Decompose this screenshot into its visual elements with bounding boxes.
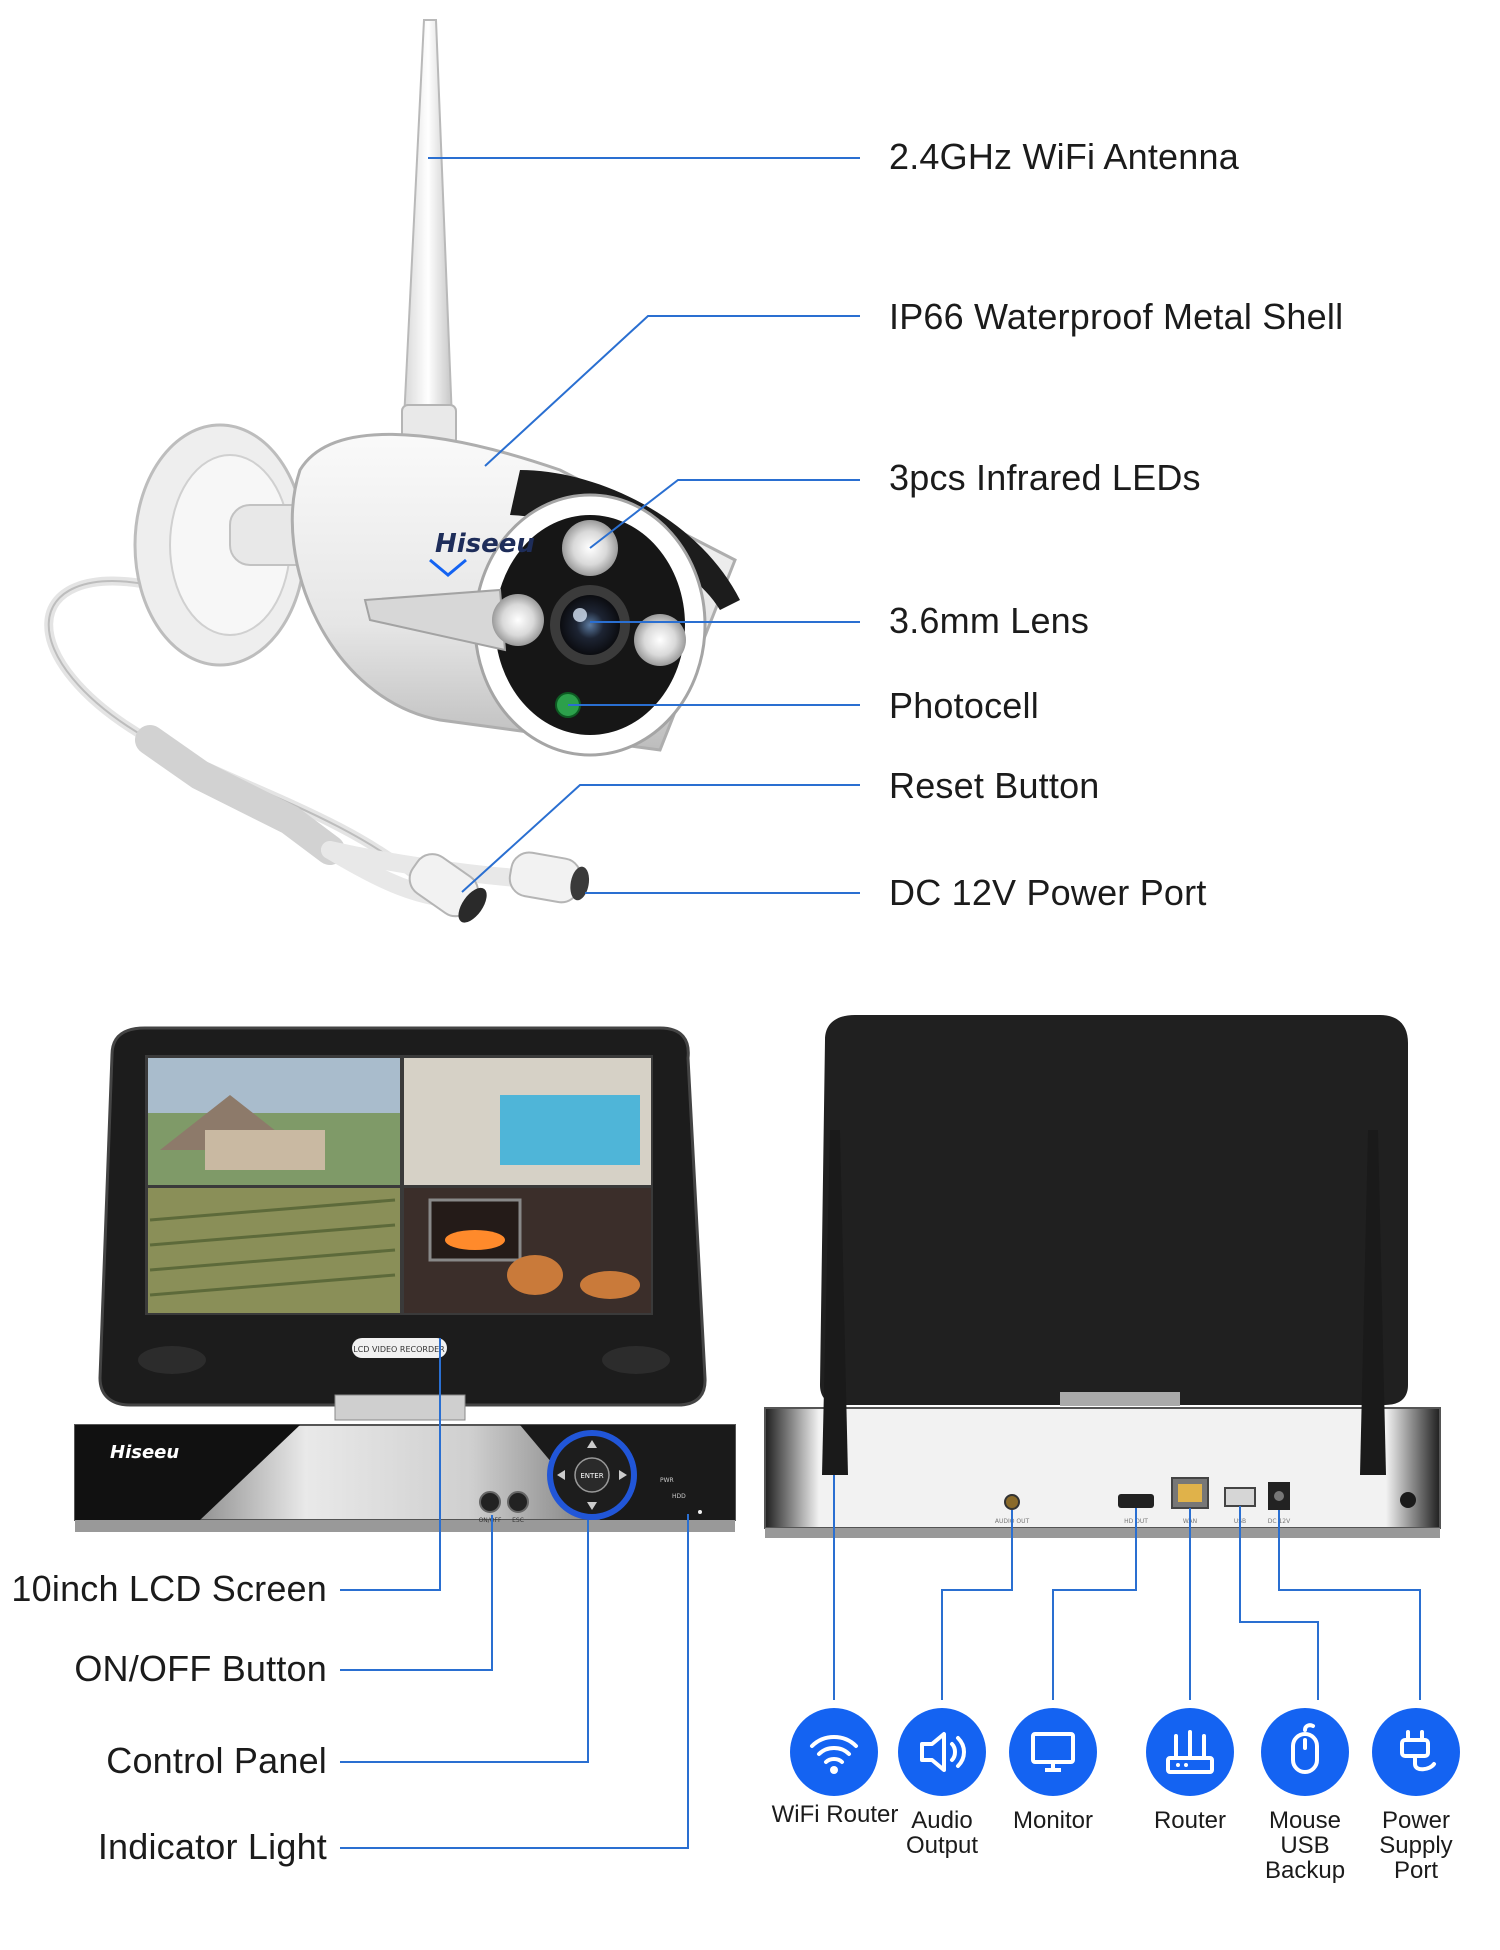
on-off-text: ON/OFF <box>479 1517 502 1524</box>
port-label-wifi-router: WiFi Router <box>771 1801 899 1828</box>
mouse-icon <box>1261 1708 1349 1796</box>
nvr-front-leader-lines <box>340 1338 689 1849</box>
lcd-badge: LCD VIDEO RECORDER <box>353 1345 445 1354</box>
port-label-monitor: Monitor <box>1012 1807 1094 1834</box>
port-label-power-supply-port: Power Supply Port <box>1379 1807 1453 1884</box>
nvr-rear-leader-lines <box>833 1475 1421 1700</box>
hdd-text: HDD <box>672 1493 686 1500</box>
port-label-mouse-usb-backup: Mouse USB Backup <box>1265 1807 1346 1884</box>
callout-infrared-leds: 3pcs Infrared LEDs <box>889 457 1201 498</box>
callout-indicator-light: Indicator Light <box>97 1826 327 1867</box>
power-plug-icon <box>1372 1708 1460 1796</box>
callout-dc-power-port: DC 12V Power Port <box>889 872 1207 913</box>
callout-wifi-antenna: 2.4GHz WiFi Antenna <box>889 136 1239 177</box>
callout-lens: 3.6mm Lens <box>889 600 1090 641</box>
camera-logo: Hiseeu <box>435 529 535 559</box>
port-label-router: Router <box>1153 1807 1227 1834</box>
callout-on-off-button: ON/OFF Button <box>74 1648 327 1689</box>
callout-photocell: Photocell <box>889 685 1039 726</box>
nvr-front-illustration: LCD VIDEO RECORDER Hiseeu ON/OFF ESC ENT… <box>74 1026 736 1849</box>
router-icon <box>1146 1708 1234 1796</box>
speaker-icon <box>898 1708 986 1796</box>
nvr-logo: Hiseeu <box>110 1442 179 1463</box>
monitor-icon <box>1009 1708 1097 1796</box>
nvr-rear-illustration: AUDIO OUT HD OUT WAN USB DC 12V <box>764 1015 1441 1700</box>
camera-leader-lines <box>428 157 860 894</box>
esc-text: ESC <box>512 1517 524 1524</box>
callout-control-panel: Control Panel <box>106 1740 327 1781</box>
callout-lcd-screen: 10inch LCD Screen <box>11 1568 327 1609</box>
callout-waterproof-shell: IP66 Waterproof Metal Shell <box>889 296 1344 337</box>
camera-illustration: Hiseeu <box>44 19 860 923</box>
wifi-icon <box>790 1708 878 1796</box>
port-label-audio-output: Audio Output <box>905 1807 979 1859</box>
enter-text: ENTER <box>580 1472 603 1480</box>
callout-reset-button: Reset Button <box>889 765 1100 806</box>
pwr-text: PWR <box>660 1477 674 1484</box>
